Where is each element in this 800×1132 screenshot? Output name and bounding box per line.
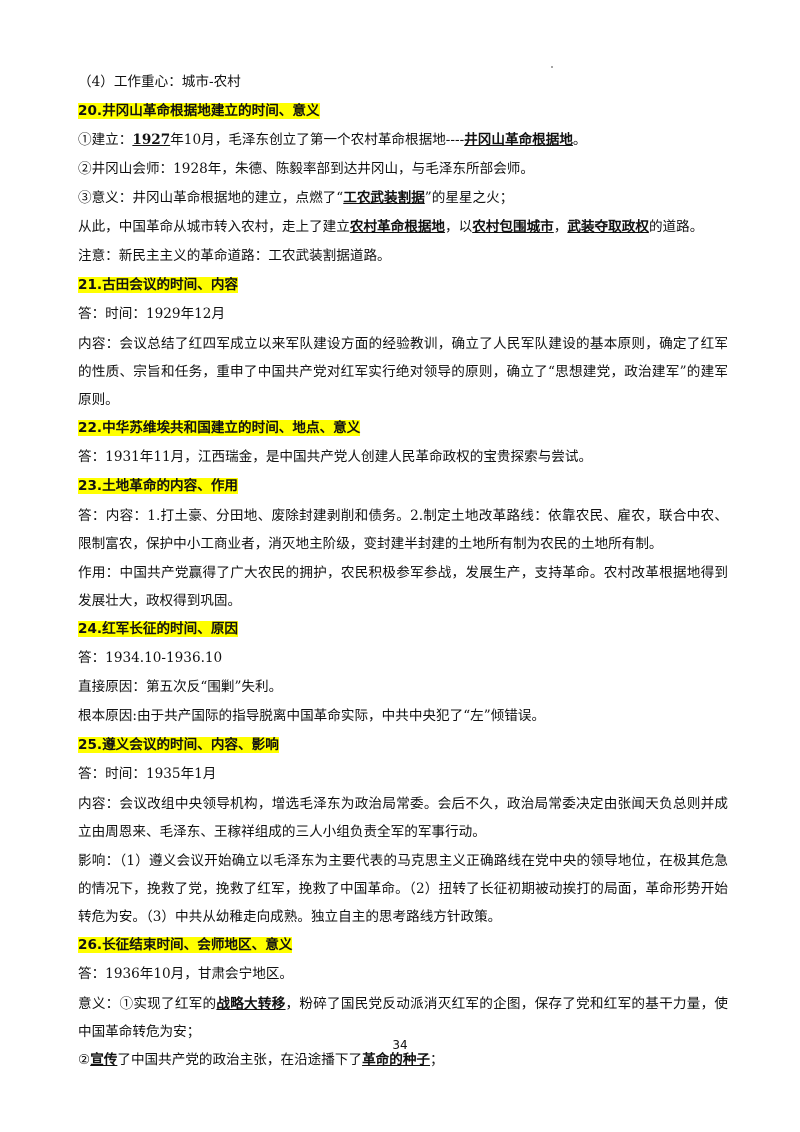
- text-line: 答：时间：1935年1月: [78, 766, 217, 782]
- section-heading-20: 20.井冈山革命根据地建立的时间、意义: [78, 103, 728, 120]
- text-line: （4）工作重心：城市-农村: [78, 74, 241, 90]
- heading-text: 20.井冈山革命根据地建立的时间、意义: [78, 103, 320, 119]
- section-heading-23: 23.土地革命的内容、作用: [78, 478, 728, 495]
- text-span: 从此，中国革命从城市转入农村，走上了建立: [78, 219, 350, 235]
- text-span: ”的星星之火；: [424, 190, 514, 206]
- heading-text: 24.红军长征的时间、原因: [78, 621, 239, 637]
- heading-text: 26.长征结束时间、会师地区、意义: [78, 937, 293, 953]
- text-line: 答：时间：1929年12月: [78, 306, 226, 322]
- paragraph: 内容：会议改组中央领导机构，增选毛泽东为政治局常委。会后不久，政治局常委决定由张…: [78, 796, 728, 840]
- text-span: 意义：①实现了红军的: [78, 996, 217, 1012]
- text-span: 。: [572, 132, 587, 148]
- text-span: 年10月，毛泽东创立了第一个农村革命根据地----: [170, 132, 465, 148]
- text-span: ③意义：井冈山革命根据地的建立，点燃了“: [78, 190, 344, 206]
- page-number: 34: [392, 1038, 408, 1052]
- text-span: 的道路。: [648, 219, 704, 235]
- text-span: 了中国共产党的政治主张，在沿途播下了: [117, 1052, 363, 1068]
- paragraph: 作用：中国共产党赢得了广大农民的拥护，农民积极参军参战，发展生产，支持革命。农村…: [78, 565, 728, 609]
- paragraph: 影响：（1）遵义会议开始确立以毛泽东为主要代表的马克思主义正确路线在党中央的领导…: [78, 853, 728, 925]
- text-span: ；: [430, 1052, 444, 1068]
- key-term: 宣传: [90, 1052, 118, 1068]
- text-line: 注意：新民主主义的革命道路：工农武装割据道路。: [78, 248, 391, 264]
- text-span: ②: [78, 1052, 91, 1068]
- key-term: 农村革命根据地: [349, 219, 446, 235]
- text-line: 答：1934.10-1936.10: [78, 650, 223, 666]
- section-heading-22: 22.中华苏维埃共和国建立的时间、地点、意义: [78, 420, 728, 437]
- key-term: 革命的种子: [362, 1052, 431, 1068]
- text-line: 答：1931年11月，江西瑞金，是中国共产党人创建人民革命政权的宝贵探索与尝试。: [78, 449, 593, 465]
- text-line: 根本原因:由于共产国际的指导脱离中国革命实际，中共中央犯了“左”倾错误。: [78, 708, 546, 724]
- text-line: ②井冈山会师：1928年，朱德、陈毅率部到达井冈山，与毛泽东所部会师。: [78, 161, 534, 177]
- heading-text: 21.古田会议的时间、内容: [78, 277, 239, 293]
- key-term: 1927: [132, 132, 171, 148]
- section-heading-26: 26.长征结束时间、会师地区、意义: [78, 937, 728, 954]
- text-line: 答：1936年10月，甘肃会宁地区。: [78, 966, 294, 982]
- text-line: 从此，中国革命从城市转入农村，走上了建立农村革命根据地，以农村包围城市，武装夺取…: [78, 219, 728, 236]
- document-body: （4）工作重心：城市-农村 20.井冈山革命根据地建立的时间、意义 ①建立：19…: [78, 74, 728, 1081]
- section-heading-25: 25.遵义会议的时间、内容、影响: [78, 737, 728, 754]
- heading-text: 25.遵义会议的时间、内容、影响: [78, 737, 279, 753]
- text-line: ②宣传了中国共产党的政治主张，在沿途播下了革命的种子；: [78, 1052, 728, 1069]
- heading-text: 22.中华苏维埃共和国建立的时间、地点、意义: [78, 420, 361, 436]
- key-term: 工农武装割据: [343, 190, 425, 206]
- heading-text: 23.土地革命的内容、作用: [78, 478, 239, 494]
- paragraph: 答：内容：1.打土豪、分田地、废除封建剥削和债务。2.制定土地改革路线：依靠农民…: [78, 508, 728, 552]
- paragraph: 意义：①实现了红军的战略大转移，粉碎了国民党反动派消灭红军的企图，保存了党和红军…: [78, 990, 728, 1046]
- text-span: ，粉碎了国民党反动派消灭红军的企图，保存了党和红军的基干力量，使中国革命转危为安…: [78, 996, 729, 1040]
- section-heading-21: 21.古田会议的时间、内容: [78, 277, 728, 294]
- text-line: 直接原因：第五次反“围剿”失利。: [78, 679, 283, 695]
- text-line: ③意义：井冈山革命根据地的建立，点燃了“工农武装割据”的星星之火；: [78, 190, 728, 207]
- text-span: ①建立：: [78, 132, 133, 148]
- key-term: 战略大转移: [216, 996, 286, 1012]
- text-line: ①建立：1927年10月，毛泽东创立了第一个农村革命根据地----井冈山革命根据…: [78, 132, 728, 149]
- decorative-dot: [551, 66, 553, 68]
- text-span: ，以: [445, 219, 473, 235]
- section-heading-24: 24.红军长征的时间、原因: [78, 621, 728, 638]
- key-term: 农村包围城市: [472, 219, 554, 235]
- paragraph: 内容：会议总结了红四军成立以来军队建设方面的经验教训，确立了人民军队建设的基本原…: [78, 336, 728, 408]
- text-span: ，: [553, 219, 568, 235]
- key-term: 井冈山革命根据地: [464, 132, 573, 148]
- key-term: 武装夺取政权: [567, 219, 649, 235]
